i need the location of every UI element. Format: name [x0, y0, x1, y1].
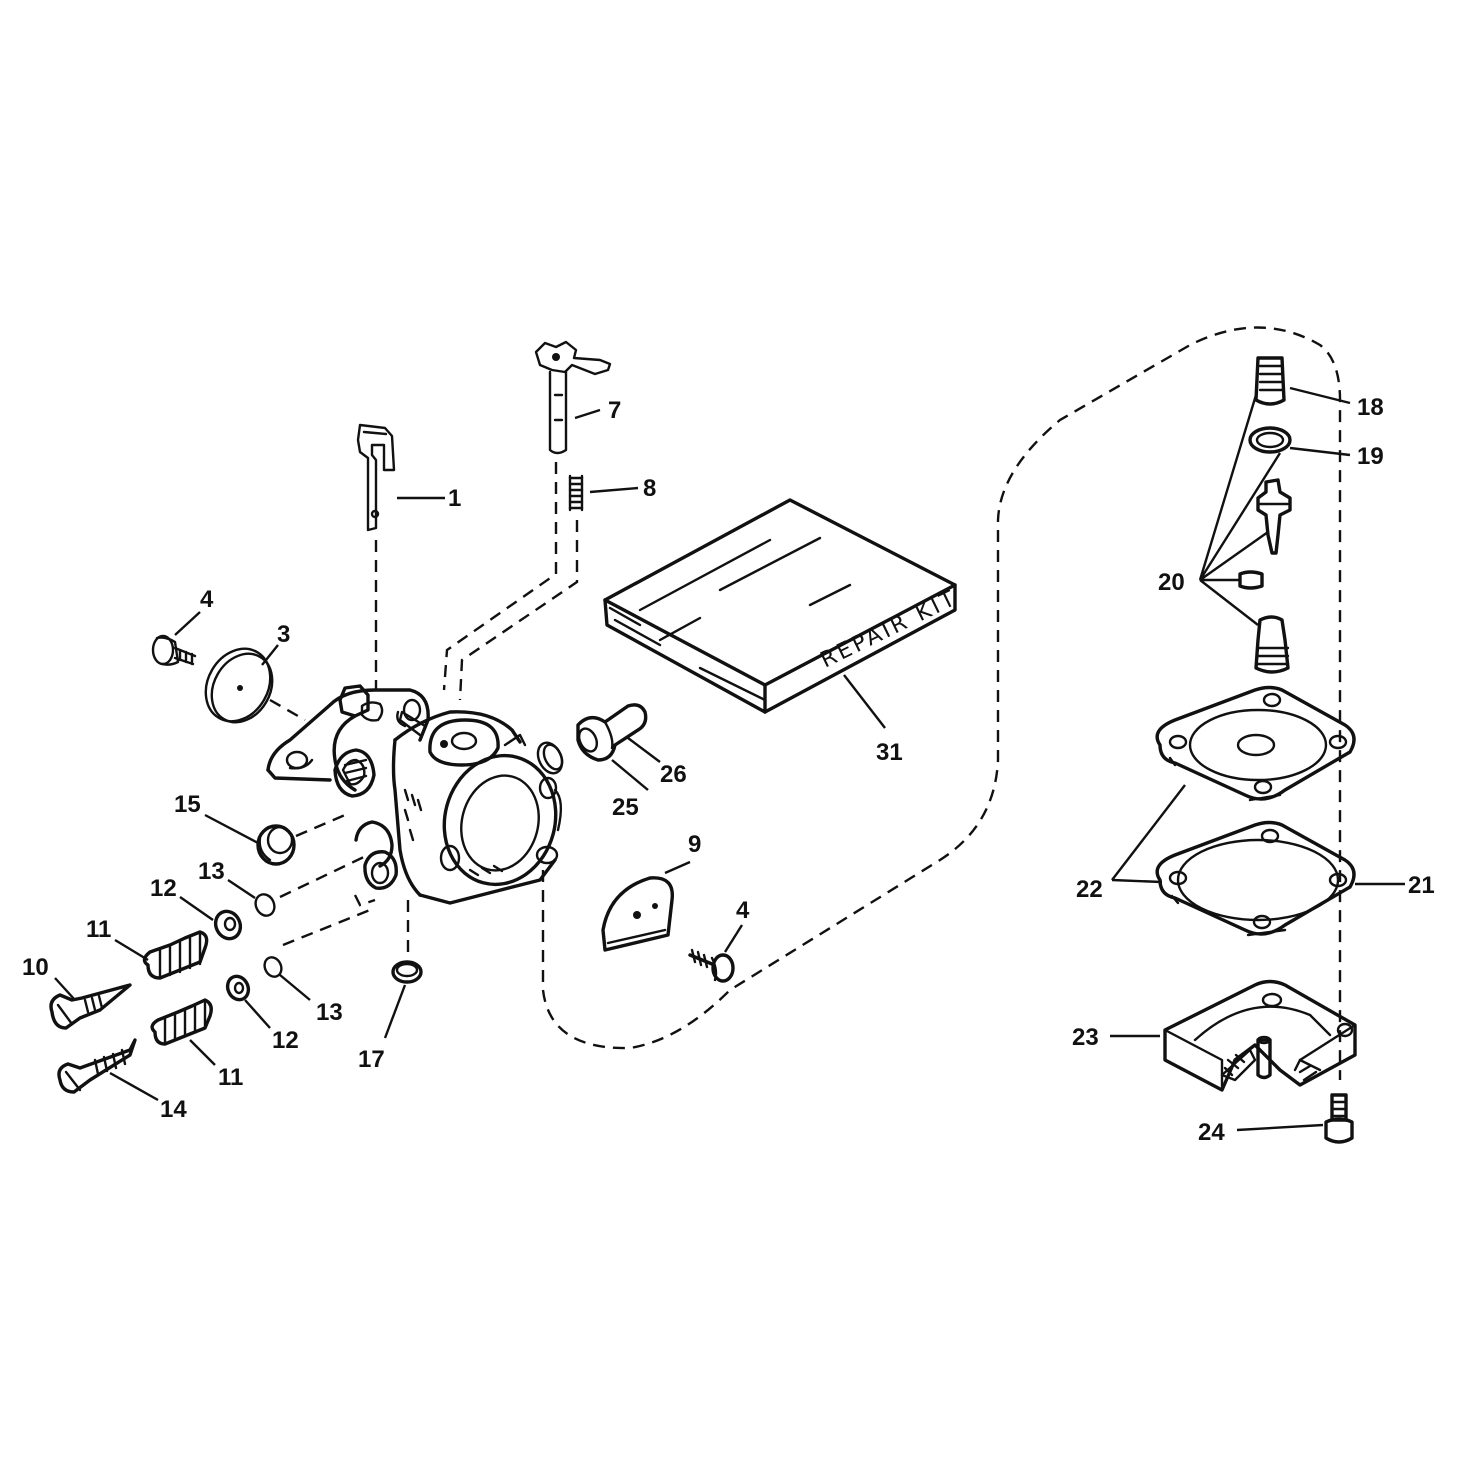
part-1-throttle-lever: [356, 423, 396, 532]
callout-9: 9: [688, 831, 701, 858]
callout-4-upper: 4: [200, 586, 214, 613]
part-23-pump-cover: [1163, 979, 1357, 1092]
carburetor-body: [266, 684, 563, 905]
part-15-plug: [256, 824, 296, 866]
part-20-inlet-seat: [1254, 615, 1290, 674]
callout-18: 18: [1357, 394, 1384, 421]
callout-22: 22: [1076, 876, 1103, 903]
part-4-screw-lower: [688, 948, 735, 983]
part-26-fitting: [576, 703, 648, 762]
part-12-washer-upper: [213, 909, 243, 941]
callout-12-upper: 12: [150, 875, 177, 902]
callout-12-lower: 12: [272, 1027, 299, 1054]
callout-8: 8: [643, 475, 656, 502]
part-8-spring: [568, 474, 584, 512]
callout-1: 1: [448, 485, 461, 512]
part-18-threaded-seat: [1254, 356, 1286, 406]
callout-26: 26: [660, 761, 687, 788]
part-9-cover-plate: [601, 876, 675, 952]
callout-20: 20: [1158, 569, 1185, 596]
part-11-spring-upper: [142, 930, 209, 980]
part-13-o-ring-lower: [263, 956, 283, 978]
callout-21: 21: [1408, 872, 1435, 899]
callout-7: 7: [608, 397, 621, 424]
part-11-spring-lower: [150, 998, 213, 1046]
callouts: 1 3 4 7 8 31 26 25 15 13 12 11 10 13 12 …: [22, 394, 1435, 1146]
callout-23: 23: [1072, 1024, 1099, 1051]
callout-14: 14: [160, 1096, 187, 1123]
leader-lines: [54, 386, 1405, 1132]
kit-boundary-dashed: [541, 326, 1342, 1080]
part-25-o-ring: [536, 741, 564, 775]
callout-13-lower: 13: [316, 999, 343, 1026]
callout-13-upper: 13: [198, 858, 225, 885]
part-20-small-ring: [1238, 570, 1264, 590]
dashed-line-upper-needle: [279, 853, 369, 899]
part-19-gasket-ring: [1248, 426, 1292, 454]
dashed-line-part-15: [295, 813, 346, 838]
dashed-line-part-7: [442, 462, 558, 691]
callout-19: 19: [1357, 443, 1384, 470]
part-4-screw-upper: [151, 634, 197, 666]
part-3-throttle-plate: [204, 647, 274, 724]
part-17-plug: [391, 960, 423, 984]
repair-kit-label: REPAIR KIT: [817, 586, 962, 674]
callout-31: 31: [876, 739, 903, 766]
callout-10: 10: [22, 954, 49, 981]
callout-11-upper: 11: [86, 916, 111, 943]
part-7-choke-shaft: [534, 340, 612, 455]
dashed-line-part-8: [458, 520, 579, 701]
callout-15: 15: [174, 791, 201, 818]
callout-24: 24: [1198, 1119, 1225, 1146]
part-14-needle-lower: [57, 1038, 137, 1094]
part-22-diaphragm-upper: [1155, 685, 1356, 802]
part-21-gasket: [1155, 820, 1356, 937]
callout-25: 25: [612, 794, 639, 821]
callout-3: 3: [277, 621, 290, 648]
part-31-repair-kit-box: REPAIR KIT: [603, 498, 962, 714]
callout-11-lower: 11: [218, 1064, 243, 1091]
part-10-needle-upper: [49, 983, 132, 1030]
part-24-screw: [1324, 1093, 1354, 1144]
callout-17: 17: [358, 1046, 385, 1073]
callout-4-lower: 4: [736, 897, 750, 924]
part-13-o-ring-upper: [254, 893, 276, 917]
part-12-washer-lower: [225, 974, 251, 1002]
part-20-needle-valve: [1256, 478, 1292, 555]
dashed-line-part-3: [269, 698, 306, 722]
dashed-line-lower-needle: [282, 894, 376, 947]
